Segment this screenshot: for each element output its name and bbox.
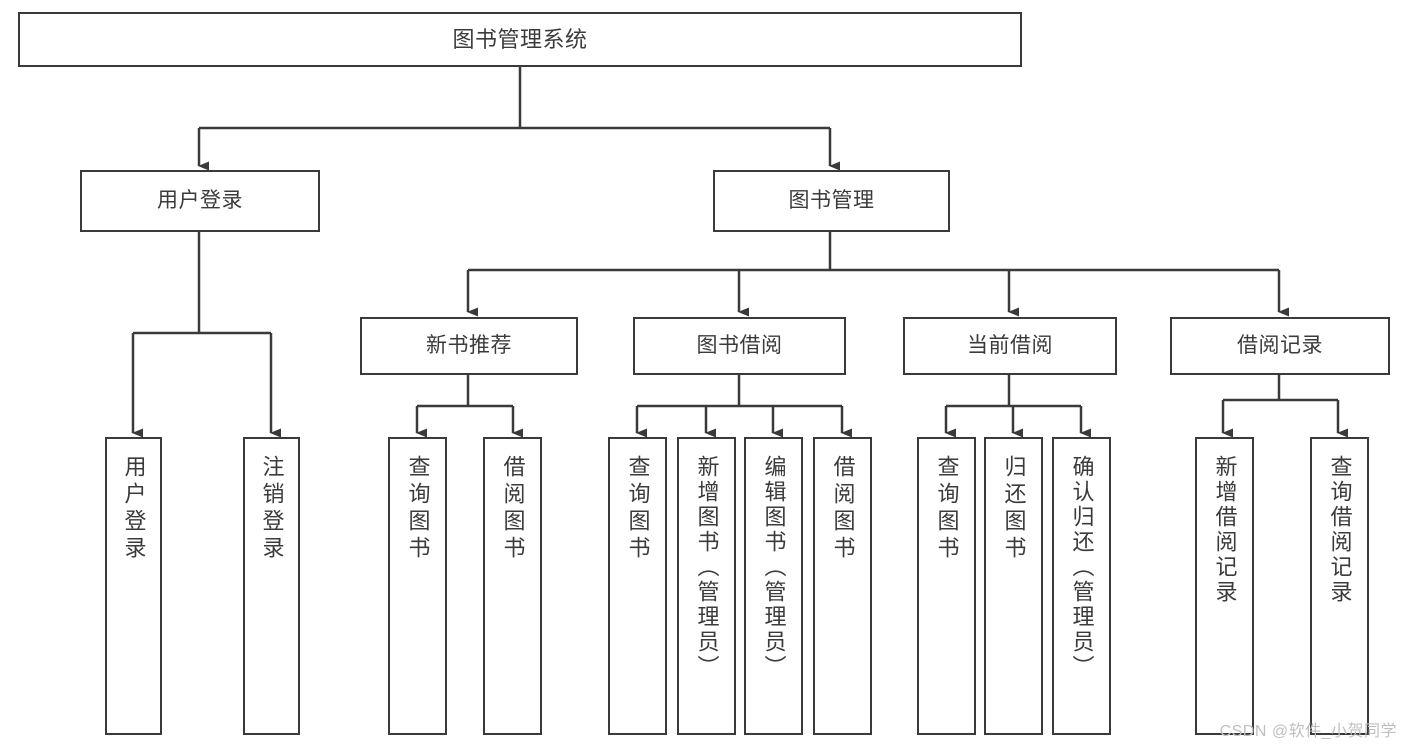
node-label: 新增图书（管理员） xyxy=(694,455,720,680)
node-label: 注销登录 xyxy=(259,455,285,563)
leaf-borrow-record-add-record[interactable]: 新增借阅记录 xyxy=(1195,437,1254,735)
node-current-borrow[interactable]: 当前借阅 xyxy=(903,317,1117,375)
node-label: 借阅记录 xyxy=(1237,333,1323,357)
node-label: 用户登录 xyxy=(121,455,147,563)
leaf-current-borrow-return-book[interactable]: 归还图书 xyxy=(984,437,1043,735)
leaf-user-login-login[interactable]: 用户登录 xyxy=(105,437,162,735)
node-label: 归还图书 xyxy=(1001,455,1027,563)
leaf-current-borrow-confirm-return-admin[interactable]: 确认归还（管理员） xyxy=(1052,437,1111,735)
node-label: 借阅图书 xyxy=(830,455,856,563)
node-label: 新书推荐 xyxy=(426,333,512,357)
node-root-system[interactable]: 图书管理系统 xyxy=(18,12,1022,67)
leaf-borrow-record-query-record[interactable]: 查询借阅记录 xyxy=(1310,437,1369,735)
node-label: 新增借阅记录 xyxy=(1212,455,1238,605)
node-user-login[interactable]: 用户登录 xyxy=(80,170,320,232)
leaf-book-borrow-add-book-admin[interactable]: 新增图书（管理员） xyxy=(677,437,736,735)
current-borrow-connectors xyxy=(944,375,1091,438)
watermark: CSDN @软件_小贺同学 xyxy=(1219,723,1397,740)
node-label: 图书管理系统 xyxy=(452,26,588,52)
book-borrow-connectors xyxy=(635,375,852,438)
node-label: 图书借阅 xyxy=(696,333,783,357)
new-book-recommend-connectors xyxy=(415,375,523,438)
leaf-book-borrow-borrow-book[interactable]: 借阅图书 xyxy=(813,437,872,735)
borrow-record-connectors xyxy=(1221,375,1348,438)
node-label: 借阅图书 xyxy=(500,455,526,563)
leaf-new-book-query-book[interactable]: 查询图书 xyxy=(388,437,447,735)
node-label: 当前借阅 xyxy=(967,333,1053,357)
node-borrow-record[interactable]: 借阅记录 xyxy=(1170,317,1390,375)
root-connectors xyxy=(197,67,840,171)
node-book-borrow[interactable]: 图书借阅 xyxy=(633,317,846,375)
user-login-connectors xyxy=(131,232,281,438)
node-label: 查询图书 xyxy=(405,455,431,563)
node-label: 图书管理 xyxy=(788,188,875,212)
node-label: 查询图书 xyxy=(625,455,651,563)
book-management-connectors xyxy=(466,232,1289,317)
node-label: 确认归还（管理员） xyxy=(1069,455,1095,680)
leaf-new-book-borrow-book[interactable]: 借阅图书 xyxy=(483,437,542,735)
node-book-management[interactable]: 图书管理 xyxy=(713,170,950,232)
leaf-book-borrow-edit-book-admin[interactable]: 编辑图书（管理员） xyxy=(744,437,803,735)
node-label: 编辑图书（管理员） xyxy=(761,455,787,680)
leaf-user-login-logout[interactable]: 注销登录 xyxy=(243,437,300,735)
leaf-current-borrow-query-book[interactable]: 查询图书 xyxy=(917,437,976,735)
node-label: 查询图书 xyxy=(934,455,960,563)
node-new-book-recommend[interactable]: 新书推荐 xyxy=(360,317,578,375)
leaf-book-borrow-query-book[interactable]: 查询图书 xyxy=(608,437,667,735)
node-label: 查询借阅记录 xyxy=(1327,455,1353,605)
node-label: 用户登录 xyxy=(157,188,243,212)
